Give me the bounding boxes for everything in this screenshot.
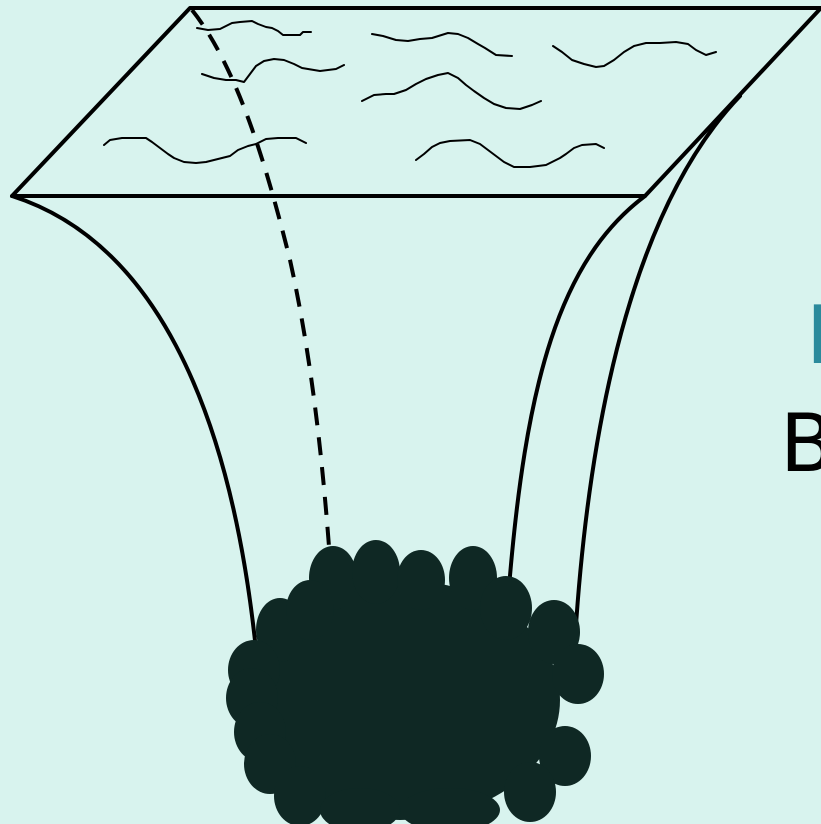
plane-squiggles <box>104 21 716 167</box>
squiggle-3 <box>553 42 716 67</box>
squiggle-7 <box>416 140 604 167</box>
funnel-inner-right-wall <box>508 196 645 600</box>
squiggle-6 <box>104 138 306 163</box>
squiggle-2 <box>372 33 512 56</box>
squiggle-1 <box>197 21 311 35</box>
squiggle-5 <box>362 73 541 109</box>
top-plane <box>12 8 821 196</box>
funnel-outer-right-wall <box>575 96 740 640</box>
label-bottom-letter: B <box>780 404 821 484</box>
dark-mass-blob <box>226 540 604 824</box>
dashed-axis <box>192 10 330 560</box>
label-top-letter: F <box>806 296 821 376</box>
funnel-left-wall <box>12 196 256 650</box>
